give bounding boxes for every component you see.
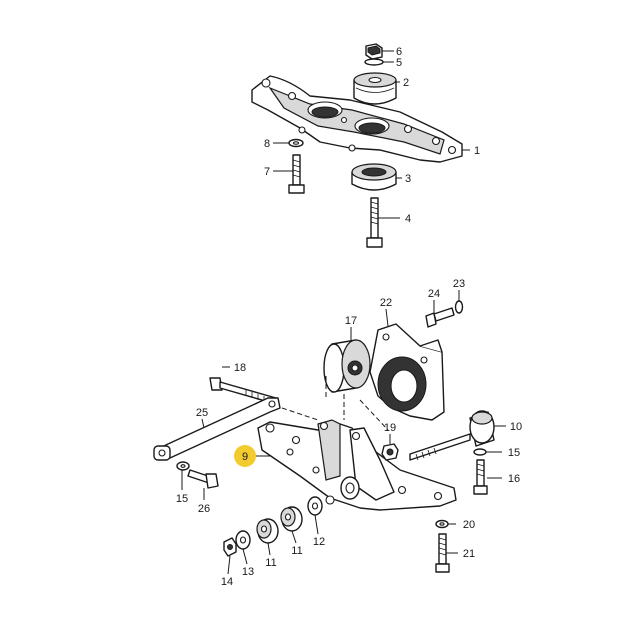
callout-10: 10 — [510, 421, 522, 433]
callout-6: 6 — [396, 46, 402, 58]
part-14-nut — [223, 537, 237, 557]
callout-13: 13 — [242, 566, 254, 578]
part-2-rubber-mount — [353, 72, 397, 105]
callout-7: 7 — [264, 166, 270, 178]
part-23-washer — [454, 300, 464, 314]
callout-11-right: 11 — [291, 545, 302, 557]
part-7-bolt — [288, 154, 305, 194]
part-1-crossmember — [251, 75, 463, 163]
part-24-bolt — [425, 307, 455, 328]
part-11-bushing-left — [256, 518, 279, 544]
part-20-washer — [435, 519, 449, 529]
part-8-washer — [288, 138, 304, 148]
callout-4: 4 — [405, 213, 411, 225]
part-17-bushing — [323, 339, 371, 393]
part-16-bolt — [473, 459, 488, 495]
callout-23: 23 — [453, 278, 465, 290]
callout-15-right: 15 — [508, 447, 520, 459]
callout-12: 12 — [313, 536, 325, 548]
callout-22: 22 — [380, 297, 392, 309]
part-9-support-bracket — [257, 419, 457, 511]
alignment-line — [359, 399, 389, 431]
part-6-nut — [365, 43, 383, 60]
callout-3: 3 — [405, 173, 411, 185]
part-21-bolt — [435, 533, 450, 573]
callout-20: 20 — [463, 519, 475, 531]
part-9-highlight — [234, 445, 256, 467]
part-15-washer-right — [473, 448, 487, 456]
callout-26: 26 — [198, 503, 210, 515]
callout-labels: 6 5 2 1 8 7 3 4 23 24 22 17 18 25 10 19 … — [176, 46, 522, 588]
callout-2: 2 — [403, 77, 409, 89]
part-4-bolt — [366, 197, 383, 248]
part-15-washer-left — [176, 461, 190, 471]
leader-lines — [181, 50, 506, 575]
alignment-line — [281, 407, 319, 421]
callout-25: 25 — [196, 407, 208, 419]
part-25-strut-rod — [153, 397, 281, 461]
part-22-bracket — [369, 323, 445, 421]
part-26-bolt — [187, 469, 219, 489]
callout-17: 17 — [345, 315, 357, 327]
part-5-washer — [364, 58, 384, 66]
callout-24: 24 — [428, 288, 440, 300]
part-19-nut — [381, 443, 399, 461]
callout-1: 1 — [474, 145, 480, 157]
callout-19: 19 — [384, 422, 396, 434]
callout-18: 18 — [234, 362, 246, 374]
callout-15-left: 15 — [176, 493, 188, 505]
callout-9: 9 — [242, 451, 248, 463]
callout-14: 14 — [221, 576, 233, 588]
part-13-washer — [235, 530, 251, 550]
callout-21: 21 — [463, 548, 475, 560]
callout-16: 16 — [508, 473, 520, 485]
part-12-washer — [307, 496, 323, 516]
callout-5: 5 — [396, 57, 402, 69]
part-11-bushing-right — [280, 506, 303, 532]
part-10-bushing-stud — [409, 410, 495, 461]
callout-11-left: 11 — [265, 557, 276, 569]
callout-8: 8 — [264, 138, 270, 150]
part-3-rubber-mount — [351, 163, 397, 191]
